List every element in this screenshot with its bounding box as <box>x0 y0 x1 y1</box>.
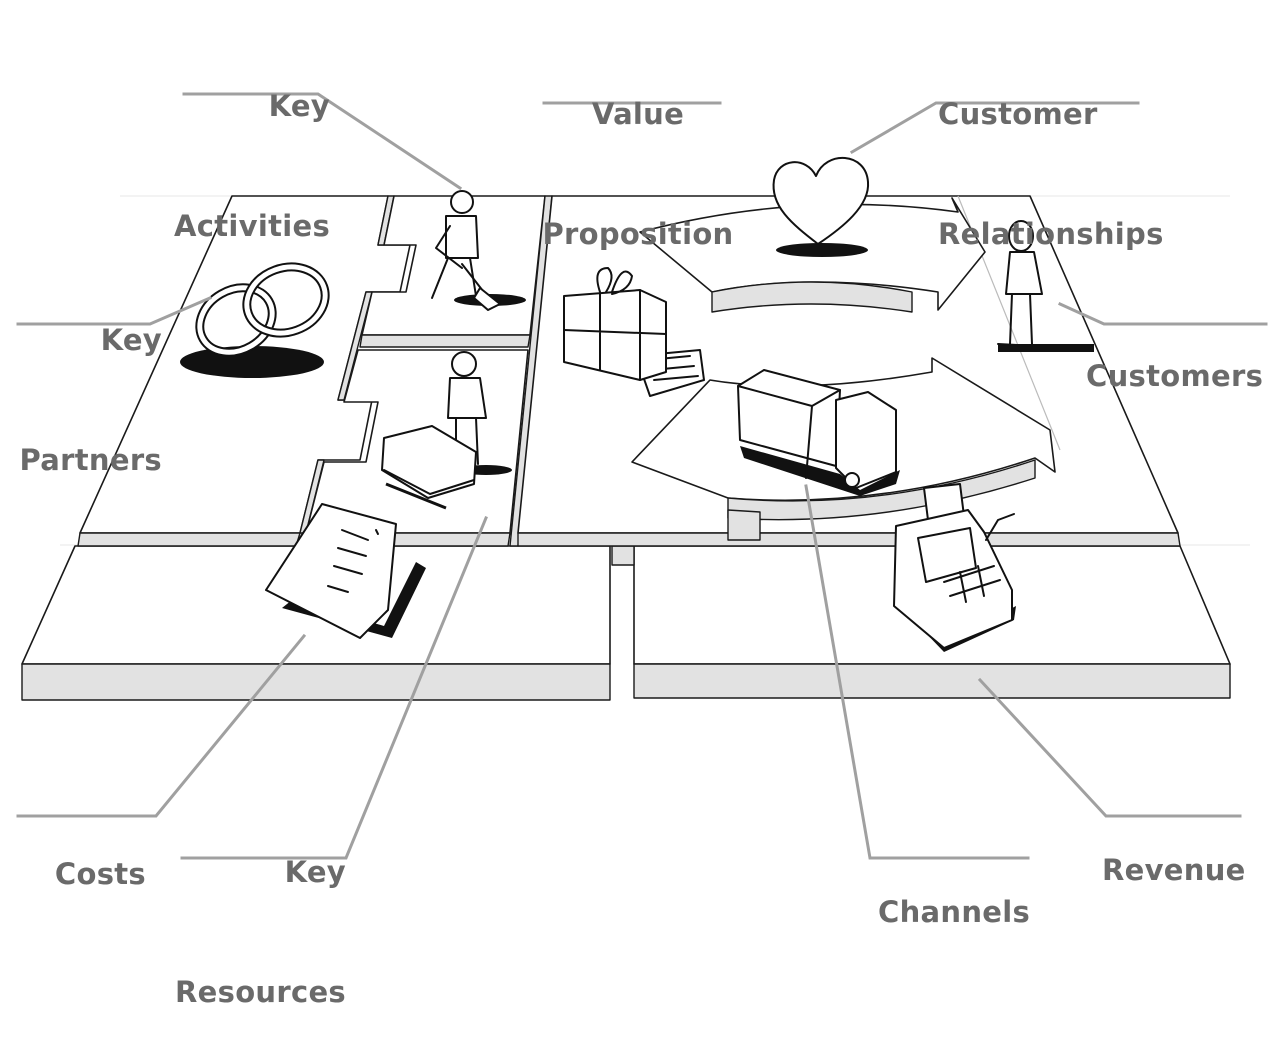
leader-revenue <box>977 677 1242 818</box>
cash-register-icon <box>893 483 1016 652</box>
interlocked-rings-icon <box>180 262 330 378</box>
invoice-paper-icon <box>265 503 426 639</box>
label-key-activities-line2: Activities <box>173 209 330 243</box>
label-customer-relationships-line1: Customer <box>938 97 1098 131</box>
person-with-machine-icon <box>381 351 512 510</box>
label-value-proposition: Value Proposition <box>540 14 736 294</box>
leader-costs <box>16 633 307 818</box>
label-value-proposition-line1: Value <box>591 97 685 131</box>
label-revenue-line1: Revenue <box>1102 853 1246 887</box>
label-revenue: Revenue <box>1102 770 1246 930</box>
label-value-proposition-line2: Proposition <box>542 217 734 251</box>
leader-key-activities <box>182 92 463 191</box>
label-key-activities-line1: Key <box>268 89 330 123</box>
standing-person-icon <box>997 220 1094 352</box>
leader-key-resources <box>180 516 488 860</box>
label-customers: Customers <box>1086 276 1263 436</box>
label-key-resources: Key Resources <box>150 772 346 1052</box>
label-customer-relationships: Customer Relationships <box>938 14 1164 294</box>
leader-channels <box>804 484 1030 860</box>
label-key-partners-line1: Key <box>100 323 162 357</box>
person-digging-icon <box>431 190 526 311</box>
label-key-partners: Key Partners <box>10 240 162 520</box>
label-key-partners-line2: Partners <box>19 443 162 477</box>
label-customer-relationships-line2: Relationships <box>938 217 1164 251</box>
business-model-canvas-diagram: .top { fill: #ffffff; stroke: #1a1a1a; s… <box>16 92 1268 860</box>
label-costs-line1: Costs <box>54 857 146 891</box>
delivery-truck-icon <box>737 369 900 496</box>
label-key-resources-line2: Resources <box>175 975 346 1009</box>
label-key-activities: Key Activities <box>150 6 330 286</box>
gift-box-icon <box>563 267 705 397</box>
label-key-resources-line1: Key <box>284 855 346 889</box>
label-customers-line1: Customers <box>1086 359 1264 393</box>
board-connector <box>611 545 635 566</box>
leader-lines <box>16 92 1268 860</box>
leader-key-partners <box>16 296 212 326</box>
heart-icon <box>772 157 870 257</box>
label-channels: Channels <box>878 812 1030 972</box>
leader-customers <box>1058 302 1268 326</box>
leader-customer-relationships <box>849 101 1140 155</box>
label-channels-line1: Channels <box>878 895 1031 929</box>
label-costs: Costs <box>20 774 146 934</box>
